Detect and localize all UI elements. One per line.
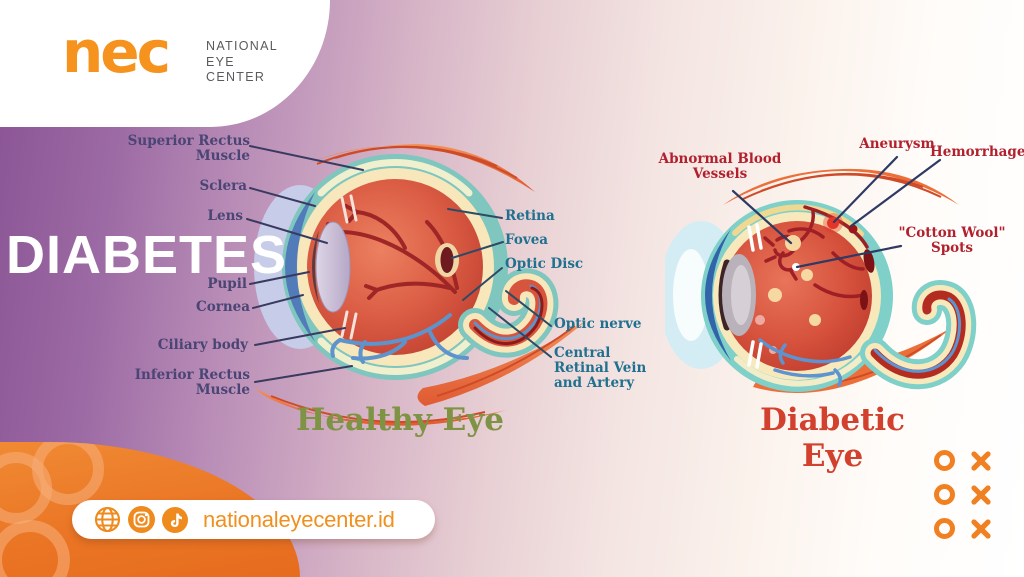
globe-icon[interactable] [94, 506, 121, 533]
org-name: NATIONAL EYE CENTER [206, 39, 278, 86]
ox-decoration [934, 450, 992, 540]
ring-decoration [0, 520, 70, 577]
cross-mark-icon [971, 451, 991, 471]
page-title: DIABETES [6, 225, 288, 285]
nec-logo: nec [62, 18, 171, 86]
label-central-retinal-vein-artery: Central Retinal Vein and Artery [554, 345, 647, 392]
ring-decoration [0, 452, 52, 524]
website-url[interactable]: nationaleyecenter.id [203, 506, 395, 532]
label-cotton-wool-spots: "Cotton Wool" Spots [898, 225, 1006, 257]
org-line-1: NATIONAL [206, 39, 278, 53]
label-aneurysm: Aneurysm [859, 136, 935, 152]
healthy-eye-illustration [254, 144, 587, 426]
label-optic-nerve: Optic nerve [554, 316, 642, 332]
label-ciliary-body: Ciliary body [157, 337, 248, 353]
label-cornea: Cornea [195, 299, 250, 315]
tiktok-icon[interactable] [162, 506, 188, 533]
label-hemorrhages: Hemorrhages [930, 144, 1024, 160]
healthy-eye-title: Healthy Eye [296, 402, 504, 438]
label-inferior-rectus-muscle: Inferior Rectus Muscle [134, 367, 250, 399]
label-abnormal-blood-vessels: Abnormal Blood Vessels [658, 151, 782, 183]
website-pill[interactable]: nationaleyecenter.id [72, 500, 435, 539]
org-line-2: EYE [206, 54, 235, 69]
label-sclera: Sclera [199, 178, 247, 194]
label-lens: Lens [207, 208, 244, 224]
logo-panel [0, 0, 330, 127]
cross-mark-icon [971, 485, 991, 505]
label-retina: Retina [505, 208, 555, 224]
instagram-icon[interactable] [128, 506, 155, 533]
diabetic-eye-title: Diabetic Eye [759, 402, 906, 474]
label-pupil: Pupil [207, 276, 247, 292]
cross-mark-icon [971, 519, 991, 539]
label-superior-rectus-muscle: Superior Rectus Muscle [127, 133, 250, 165]
circle-mark-icon [934, 484, 955, 505]
circle-mark-icon [934, 450, 955, 471]
circle-mark-icon [934, 518, 955, 539]
label-fovea: Fovea [505, 232, 549, 248]
org-line-3: CENTER [206, 70, 266, 84]
label-optic-disc: Optic Disc [505, 256, 584, 272]
diabetic-eye-illustration [665, 168, 977, 394]
